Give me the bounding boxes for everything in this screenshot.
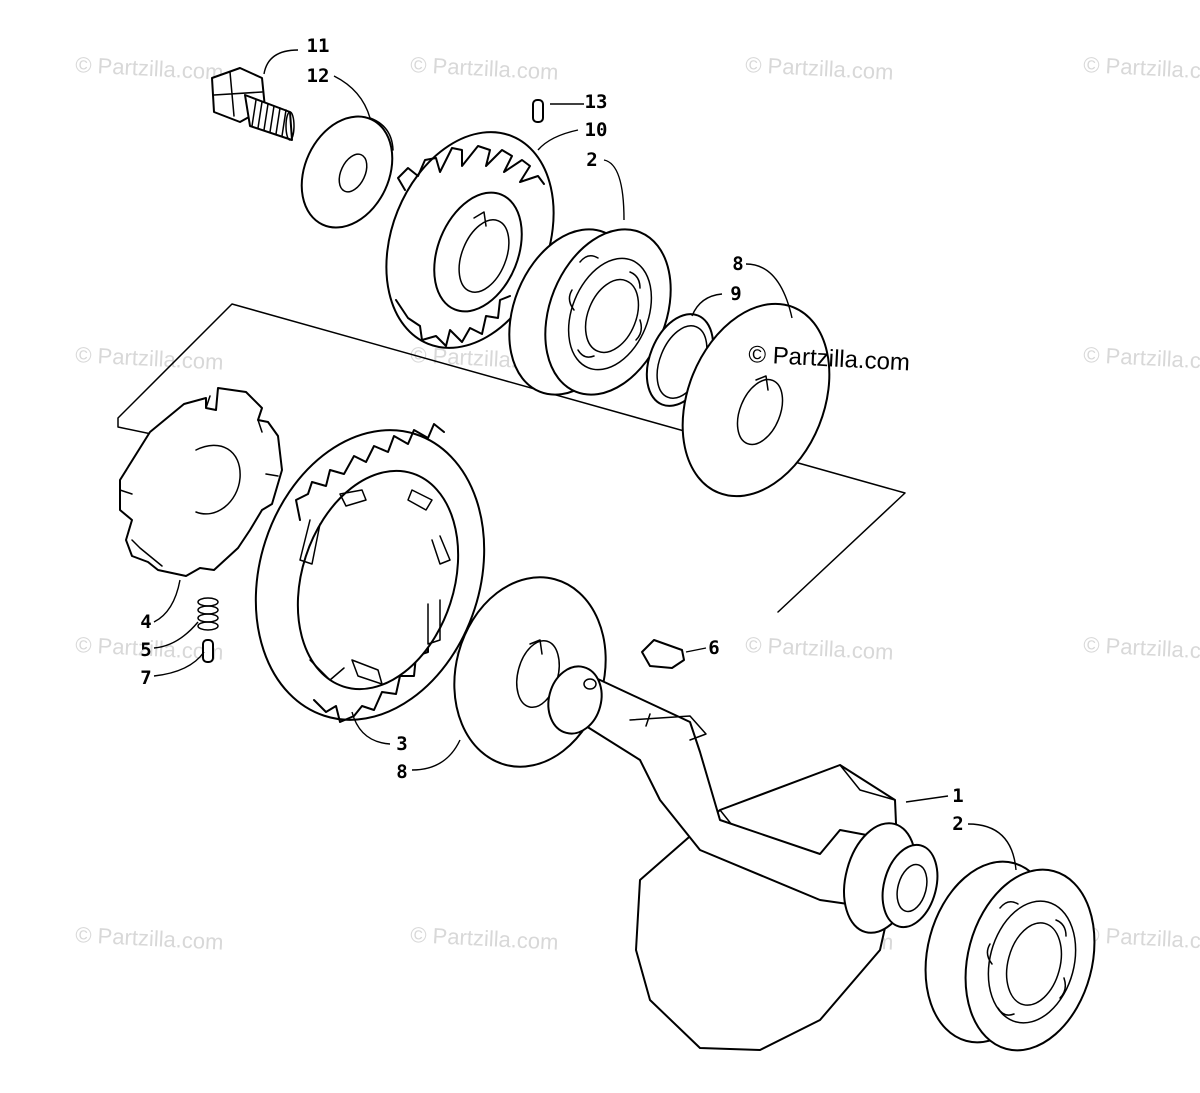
- part-12-washer: [300, 115, 394, 229]
- callout-8-bottom: 8: [396, 761, 407, 783]
- part-5-spring: [197, 597, 219, 631]
- callout-1: 1: [952, 785, 963, 807]
- callout-8-top: 8: [732, 253, 743, 275]
- watermark: © Partzilla.com: [75, 52, 224, 85]
- part-13-pin: [532, 99, 544, 123]
- part-3-ring-gear: [254, 423, 486, 723]
- callout-5: 5: [140, 639, 151, 661]
- watermark: © Partzilla.com: [1083, 52, 1200, 85]
- watermark: © Partzilla.com: [75, 922, 224, 955]
- part-11-bolt: [211, 67, 295, 141]
- part-8-washer-upper: [681, 302, 831, 498]
- part-6-key: [641, 639, 685, 669]
- callout-13: 13: [585, 91, 608, 113]
- callout-labels: 11 12 13 10 2 8 9 4 5 7 6 3 8 1 2: [140, 35, 963, 835]
- watermark: © Partzilla.com: [1083, 342, 1200, 375]
- part-10-gear: [385, 131, 555, 349]
- callout-7: 7: [140, 667, 151, 689]
- leader-lines: [153, 49, 1017, 871]
- callout-3: 3: [396, 733, 407, 755]
- callout-2-top: 2: [586, 149, 597, 171]
- watermark: © Partzilla.com: [75, 342, 224, 375]
- part-2-bearing-lower: [924, 860, 1096, 1052]
- callout-9: 9: [730, 283, 741, 305]
- callout-12: 12: [307, 65, 330, 87]
- callout-10: 10: [585, 119, 608, 141]
- part-7-pin: [202, 639, 214, 663]
- watermark: © Partzilla.com: [410, 922, 559, 955]
- callout-11: 11: [307, 35, 330, 57]
- part-1-crankshaft: [547, 665, 939, 1051]
- callout-2-bottom: 2: [952, 813, 963, 835]
- part-2-bearing-upper: [508, 228, 672, 396]
- watermark: © Partzilla.com: [1083, 632, 1200, 665]
- watermark: © Partzilla.com: [410, 52, 559, 85]
- callout-6: 6: [708, 637, 719, 659]
- watermark: © Partzilla.com: [745, 632, 894, 665]
- watermark: © Partzilla.com: [745, 52, 894, 85]
- part-4-retainer-plate: [119, 387, 283, 577]
- watermark: © Partzilla.com: [1083, 922, 1200, 955]
- callout-4: 4: [140, 611, 151, 633]
